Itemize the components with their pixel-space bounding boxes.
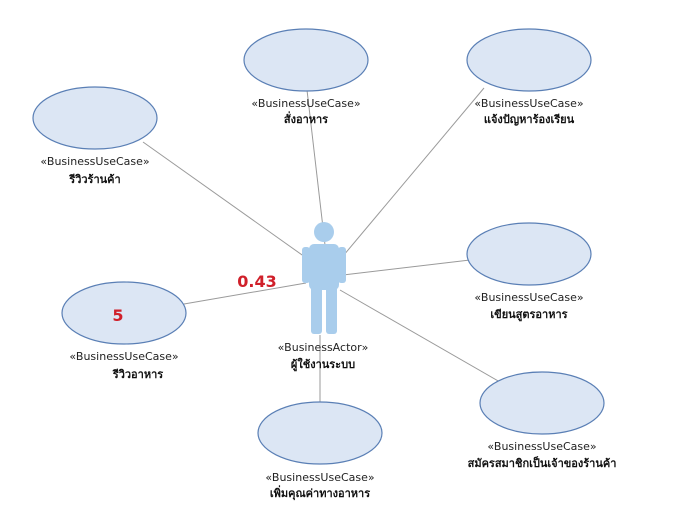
use-case-order-food[interactable]: «BusinessUseCase» สั่งอาหาร <box>243 28 369 126</box>
use-case-ellipse[interactable] <box>479 371 605 435</box>
use-case-label: รีวิวร้านค้า <box>68 173 120 186</box>
use-case-ellipse[interactable] <box>61 281 187 345</box>
use-case-stereotype: «BusinessUseCase» <box>265 471 374 484</box>
use-case-stereotype: «BusinessUseCase» <box>474 97 583 110</box>
use-case-ellipse[interactable] <box>243 28 369 92</box>
use-case-report-complaint[interactable]: «BusinessUseCase» แจ้งปัญหาร้องเรียน <box>466 28 592 126</box>
association-register-store-owner <box>339 289 501 383</box>
use-case-ellipse[interactable] <box>466 222 592 286</box>
use-case-stereotype: «BusinessUseCase» <box>474 291 583 304</box>
use-case-stereotype: «BusinessUseCase» <box>40 155 149 168</box>
use-case-label: เพิ่มคุณค่าทางอาหาร <box>270 485 370 501</box>
use-case-stereotype: «BusinessUseCase» <box>251 97 360 110</box>
association-review-food <box>183 282 307 305</box>
associations <box>142 87 501 403</box>
use-case-review-food[interactable]: «BusinessUseCase» รีวิวอาหาร <box>61 281 187 381</box>
business-actor[interactable]: «BusinessActor» ผู้ใช้งานระบบ <box>278 222 369 372</box>
use-case-review-store[interactable]: «BusinessUseCase» รีวิวร้านค้า <box>32 86 158 186</box>
use-case-stereotype: «BusinessUseCase» <box>69 350 178 363</box>
use-case-register-store-owner[interactable]: «BusinessUseCase» สมัครสมาชิกเป็นเจ้าของ… <box>468 371 617 470</box>
use-case-add-nutrition[interactable]: «BusinessUseCase» เพิ่มคุณค่าทางอาหาร <box>257 401 383 501</box>
use-case-ellipse[interactable] <box>257 401 383 465</box>
ellipse-value-label: 5 <box>112 306 123 325</box>
association-report-complaint <box>337 87 485 263</box>
use-case-ellipse[interactable] <box>32 86 158 150</box>
use-case-label: สมัครสมาชิกเป็นเจ้าของร้านค้า <box>468 456 617 470</box>
actor-stereotype: «BusinessActor» <box>278 341 369 354</box>
association-review-store <box>142 141 313 263</box>
use-case-label: แจ้งปัญหาร้องเรียน <box>484 113 575 126</box>
use-case-stereotype: «BusinessUseCase» <box>487 440 596 453</box>
association-value-label: 0.43 <box>237 272 276 291</box>
actor-name: ผู้ใช้งานระบบ <box>291 357 355 372</box>
use-case-label: รีวิวอาหาร <box>112 368 164 381</box>
use-case-ellipse[interactable] <box>466 28 592 92</box>
association-order-food <box>306 89 326 246</box>
use-case-write-recipe[interactable]: «BusinessUseCase» เขียนสูตรอาหาร <box>466 222 592 322</box>
actor-figure-icon <box>302 222 346 334</box>
use-case-label: เขียนสูตรอาหาร <box>490 308 567 322</box>
association-write-recipe <box>342 259 471 276</box>
use-case-label: สั่งอาหาร <box>284 111 328 126</box>
